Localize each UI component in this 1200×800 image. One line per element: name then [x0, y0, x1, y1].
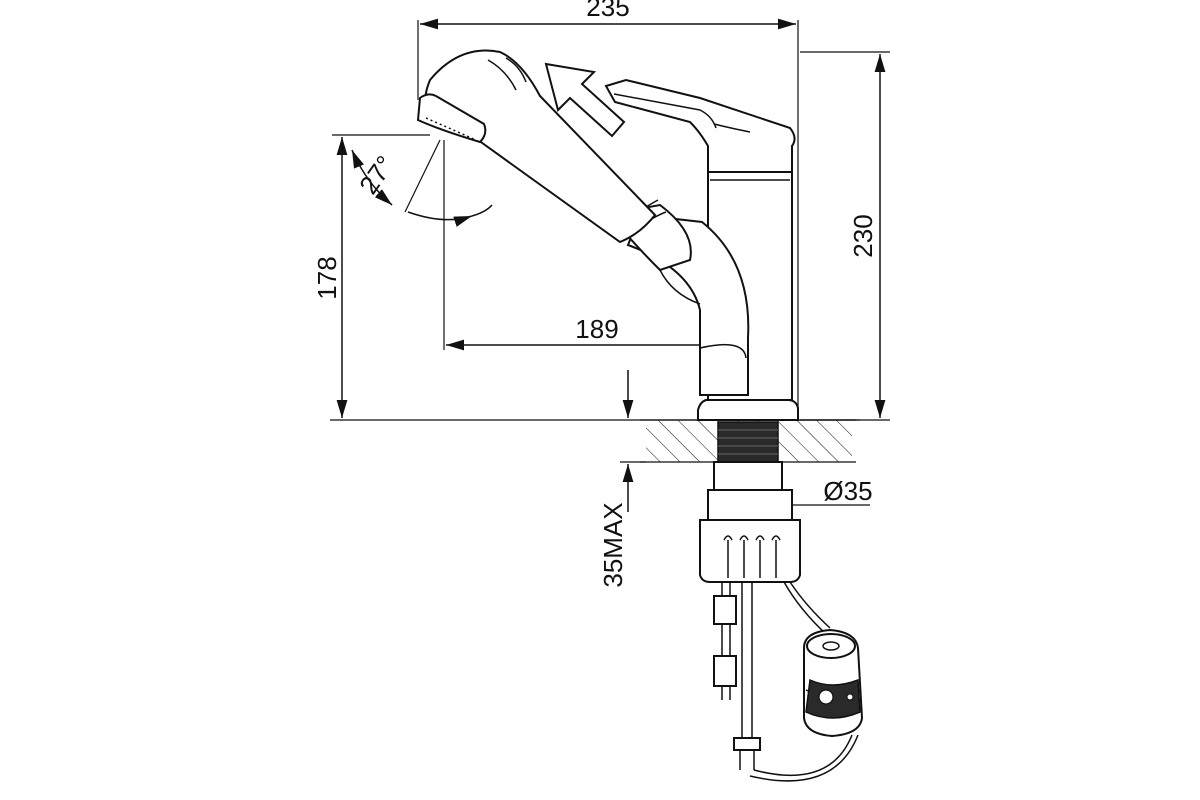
dimension-label-diameter: Ø35 — [823, 476, 872, 506]
dimension-label-35max: 35MAX — [598, 502, 628, 587]
dimension-label-angle: 27° — [353, 150, 400, 199]
dimension-reach-189: 189 — [443, 140, 746, 351]
dimension-height-178: 178 — [312, 134, 430, 418]
dimension-label-230: 230 — [848, 214, 878, 257]
threaded-shank — [713, 421, 783, 493]
dimension-label-178: 178 — [312, 256, 342, 299]
faucet-body — [416, 49, 799, 421]
mounting-nut — [699, 489, 801, 583]
dimension-angle-27: 27° — [351, 139, 493, 227]
dimension-label-189: 189 — [575, 314, 618, 344]
counterweight — [803, 628, 864, 738]
dimension-thickness-35max: 35MAX — [598, 370, 646, 588]
dimension-width-235: 235 — [417, 0, 799, 410]
dimension-label-235: 235 — [586, 0, 629, 22]
dimension-height-230: 230 — [800, 51, 890, 421]
supply-hoses — [713, 581, 859, 782]
